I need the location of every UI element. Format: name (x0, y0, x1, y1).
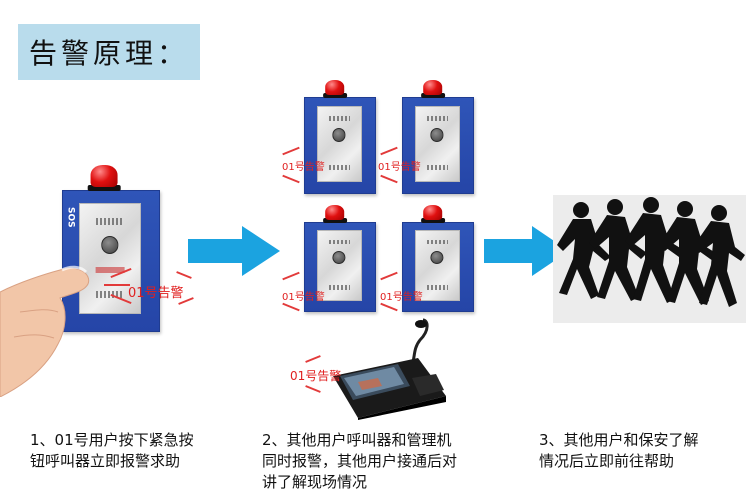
main-call-device: SOS (62, 165, 160, 332)
caption-step-2: 2、其他用户呼叫器和管理机 同时报警，其他用户接通后对 讲了解现场情况 (262, 430, 457, 493)
alarm-label: 01号告警 (282, 162, 325, 173)
caption-step-1-line-1: 1、01号用户按下紧急按 (30, 431, 194, 449)
runners-silhouette-icon (553, 195, 746, 323)
caption-step-2-line-1: 2、其他用户呼叫器和管理机 (262, 431, 452, 449)
manager-console-icon (333, 318, 446, 420)
user-device-1 (304, 80, 376, 194)
caption-step-3-line-2: 情况后立即前往帮助 (539, 452, 675, 470)
caption-step-3: 3、其他用户和保安了解 情况后立即前往帮助 (539, 430, 699, 472)
user-device-4 (402, 205, 474, 312)
alarm-label: 01号告警 (128, 286, 184, 301)
caption-step-2-line-3: 讲了解现场情况 (262, 473, 368, 491)
user-device-3 (304, 205, 376, 312)
alarm-label: 01号告警 (282, 292, 325, 303)
beacon-light-icon (325, 80, 345, 95)
alarm-label: 01号告警 (378, 162, 421, 173)
arrow-right-icon (484, 226, 569, 276)
caption-step-2-line-2: 同时报警，其他用户接通后对 (262, 452, 458, 470)
arrow-right-icon (188, 226, 280, 276)
hand-icon (0, 265, 90, 397)
title-box: 告警原理： (18, 24, 200, 80)
sos-label: SOS (65, 206, 76, 228)
beacon-light-icon (90, 165, 118, 187)
caption-step-1: 1、01号用户按下紧急按 钮呼叫器立即报警求助 (30, 430, 194, 472)
page-title: 告警原理： (28, 37, 189, 70)
caption-step-3-line-1: 3、其他用户和保安了解 (539, 431, 699, 449)
caption-step-1-line-2: 钮呼叫器立即报警求助 (30, 452, 181, 470)
beacon-light-icon (423, 205, 443, 220)
beacon-light-icon (325, 205, 345, 220)
user-device-2 (402, 80, 474, 194)
emergency-button (101, 236, 119, 254)
alarm-label: 01号告警 (380, 292, 423, 303)
beacon-light-icon (423, 80, 443, 95)
alarm-label: 01号告警 (290, 369, 342, 383)
